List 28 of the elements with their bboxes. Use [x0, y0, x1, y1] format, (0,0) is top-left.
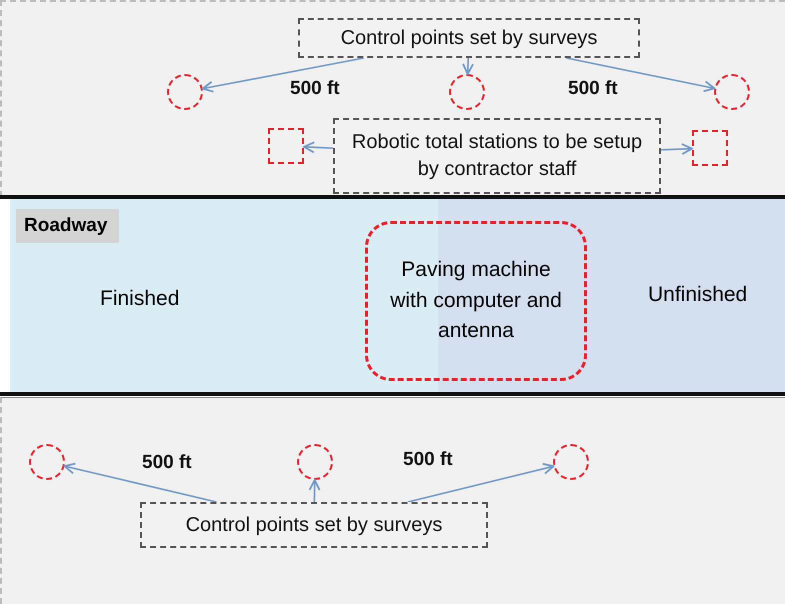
road-section-label: Unfinished — [648, 283, 748, 307]
callout-box: Robotic total stations to be setup by contractor staff — [333, 118, 661, 194]
control-point-marker — [449, 74, 485, 110]
leader-arrow — [660, 143, 693, 155]
leader-arrow — [202, 57, 364, 93]
control-point-marker — [553, 444, 589, 480]
total-station-marker — [692, 130, 728, 166]
total-station-marker — [268, 128, 304, 164]
leader-arrow — [308, 479, 320, 502]
dimension-text: 500 ft — [403, 449, 453, 471]
callout-box: Control points set by surveys — [298, 18, 640, 58]
leader-arrow — [566, 57, 716, 92]
leader-arrow — [462, 58, 474, 75]
paving-machine-box: Paving machine with computer and antenna — [365, 221, 587, 381]
dimension-text: 500 ft — [568, 78, 618, 100]
leader-arrow — [408, 462, 554, 503]
section-tag: Roadway — [16, 209, 120, 243]
control-point-marker — [29, 444, 65, 480]
dimension-text: 500 ft — [290, 78, 340, 100]
control-point-marker — [714, 74, 750, 110]
leader-arrow — [303, 141, 334, 154]
road-section-label: Finished — [100, 287, 180, 311]
control-point-marker — [167, 74, 203, 110]
control-point-marker — [297, 444, 333, 480]
callout-box: Control points set by surveys — [140, 502, 488, 548]
dimension-text: 500 ft — [142, 452, 192, 474]
roadway-band — [10, 199, 785, 392]
leader-arrow — [64, 462, 217, 503]
